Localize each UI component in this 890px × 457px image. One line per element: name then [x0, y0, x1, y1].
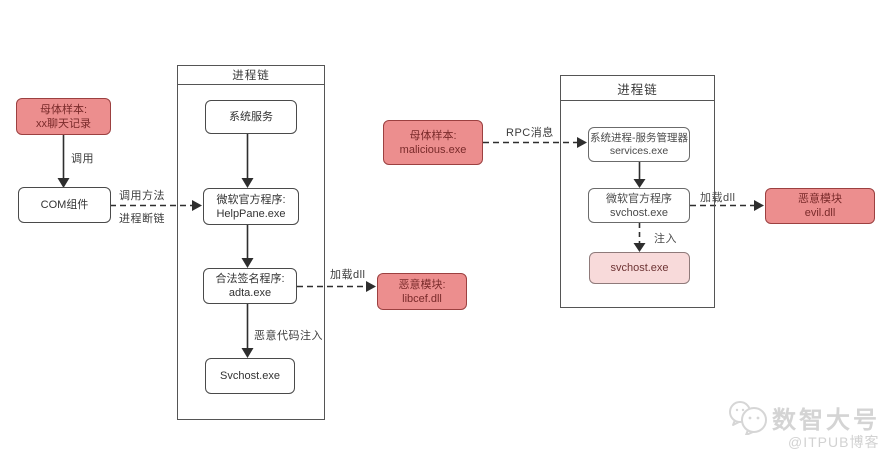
- watermark-credit: @ITPUB博客: [788, 434, 880, 450]
- arrow-call: [57, 134, 70, 188]
- node-services-manager: 系统进程-服务管理器 services.exe: [588, 127, 690, 162]
- process-chain-1-frame: 进程链: [177, 65, 325, 420]
- node-com-component: COM组件: [18, 187, 111, 223]
- node-line: libcef.dll: [402, 292, 442, 305]
- node-line: adta.exe: [228, 287, 272, 299]
- label-load-dll-1: 加载dll: [330, 269, 366, 281]
- node-line: malicious.exe: [399, 143, 467, 156]
- label-rpc: RPC消息: [506, 127, 554, 139]
- node-line: 恶意模块:: [398, 278, 446, 291]
- node-system-service: 系统服务: [205, 100, 297, 134]
- label-code-inject: 恶意代码注入: [254, 330, 323, 342]
- node-line: svchost.exe: [609, 206, 669, 219]
- node-ms-official-svchost: 微软官方程序 svchost.exe: [588, 188, 690, 223]
- process-chain-2-title: 进程链: [561, 76, 714, 101]
- node-line: 母体样本:: [39, 103, 88, 116]
- node-line: Svchost.exe: [220, 370, 280, 382]
- node-line: services.exe: [609, 144, 669, 157]
- watermark-brand: 数智大号: [772, 407, 880, 434]
- node-line: 母体样本:: [409, 129, 457, 142]
- node-svchost-1: Svchost.exe: [205, 358, 295, 394]
- node-svchost-injected: svchost.exe: [589, 252, 690, 284]
- label-load-dll-2: 加载dll: [700, 192, 736, 204]
- label-inject: 注入: [654, 233, 677, 245]
- node-line: svchost.exe: [610, 262, 669, 274]
- node-line: evil.dll: [804, 207, 836, 219]
- node-line: 系统服务: [229, 111, 273, 123]
- node-line: 恶意模块: [798, 193, 842, 205]
- node-parent-sample-chat: 母体样本: xx聊天记录: [16, 98, 111, 135]
- node-ms-official-helppane: 微软官方程序: HelpPane.exe: [203, 188, 299, 225]
- node-line: 系统进程-服务管理器: [590, 131, 688, 144]
- label-call: 调用: [71, 153, 94, 165]
- node-legit-signed-adta: 合法签名程序: adta.exe: [203, 268, 297, 304]
- node-line: 合法签名程序:: [215, 273, 285, 285]
- node-malicious-module-evil: 恶意模块 evil.dll: [765, 188, 875, 224]
- node-line: xx聊天记录: [36, 117, 91, 130]
- label-call-method: 调用方法: [119, 190, 165, 202]
- node-malicious-module-libcef: 恶意模块: libcef.dll: [377, 273, 467, 310]
- label-chain-break: 进程断链: [119, 213, 165, 225]
- node-line: HelpPane.exe: [216, 207, 286, 220]
- node-parent-sample-malicious: 母体样本: malicious.exe: [383, 120, 483, 165]
- watermark-logo-icon: [729, 401, 767, 435]
- process-chain-1-title: 进程链: [178, 66, 324, 85]
- process-chain-2-frame: 进程链: [560, 75, 715, 308]
- node-line: COM组件: [40, 199, 89, 211]
- node-line: 微软官方程序: [606, 192, 672, 205]
- node-line: 微软官方程序:: [216, 193, 286, 206]
